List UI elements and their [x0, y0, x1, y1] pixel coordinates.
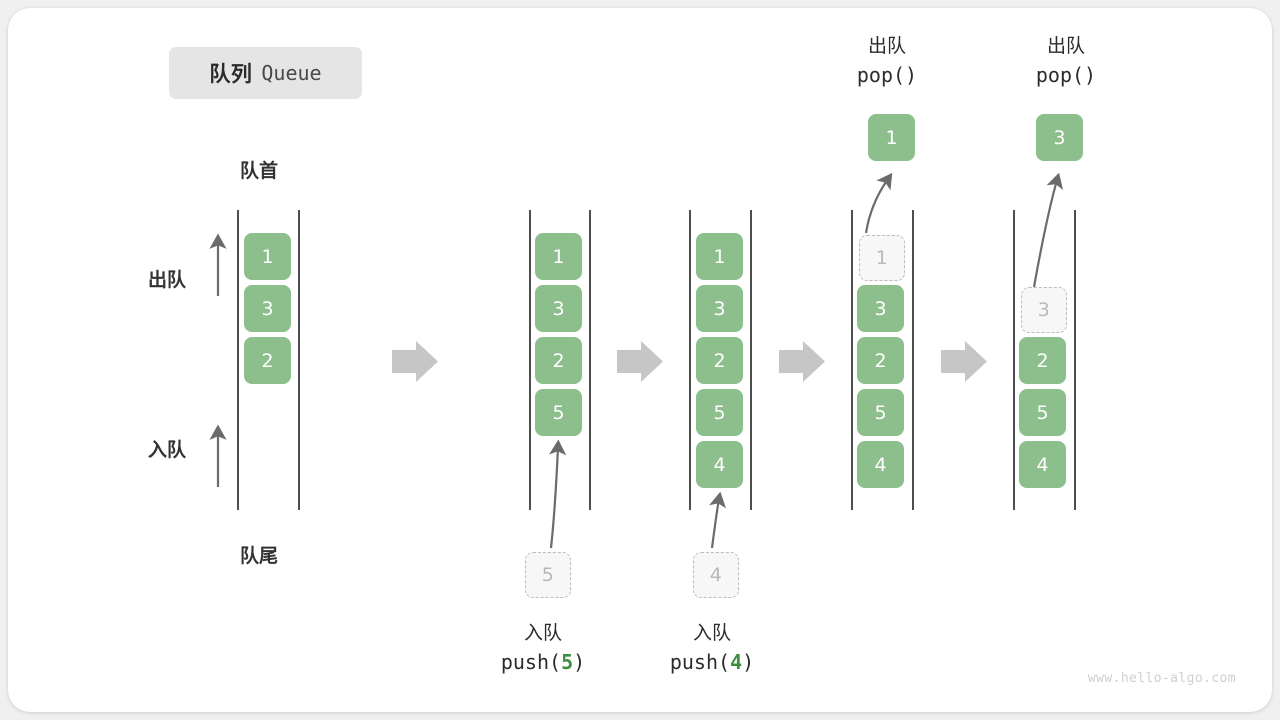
- site-watermark: www.hello-algo.com: [1087, 671, 1236, 686]
- pop-1-caption-cn: 出队: [867, 36, 906, 57]
- queue-element: 5: [1019, 389, 1066, 436]
- dequeue-direction-label: 出队: [148, 270, 187, 291]
- push-4-caption-code: push(4): [669, 649, 755, 674]
- pop-3-caption-cn: 出队: [1046, 36, 1085, 57]
- incoming-element-ghost: 4: [693, 552, 739, 598]
- queue-element-removed: 1: [859, 235, 905, 281]
- queue-rail-left: [529, 210, 531, 510]
- pop-1-caption: 出队 pop(): [822, 33, 952, 90]
- queue-element: 4: [857, 441, 904, 488]
- push-5-argument: 5: [561, 649, 574, 674]
- push-4-caption-cn: 入队: [692, 623, 731, 644]
- diagram-card: [8, 8, 1272, 712]
- queue-element: 2: [857, 337, 904, 384]
- push-5-caption-cn: 入队: [523, 623, 562, 644]
- queue-rail-right: [912, 210, 914, 510]
- pop-3-caption: 出队 pop(): [1001, 33, 1131, 90]
- queue-rail-right: [750, 210, 752, 510]
- queue-element: 1: [244, 233, 291, 280]
- push-4-argument: 4: [730, 649, 743, 674]
- queue-rail-left: [689, 210, 691, 510]
- pop-1-caption-code: pop(): [856, 62, 918, 87]
- queue-element-new: 5: [535, 389, 582, 436]
- queue-tail-label: 队尾: [240, 546, 279, 567]
- incoming-element-ghost: 5: [525, 552, 571, 598]
- pop-3-caption-code: pop(): [1035, 62, 1097, 87]
- diagram-title-badge: 队列 Queue: [169, 47, 362, 99]
- queue-rail-right: [1074, 210, 1076, 510]
- queue-element: 3: [857, 285, 904, 332]
- queue-rail-left: [237, 210, 239, 510]
- queue-element-removed: 3: [1021, 287, 1067, 333]
- queue-rail-left: [1013, 210, 1015, 510]
- queue-rail-right: [589, 210, 591, 510]
- popped-element: 1: [868, 114, 915, 161]
- queue-element: 2: [696, 337, 743, 384]
- queue-element: 1: [535, 233, 582, 280]
- queue-element: 3: [244, 285, 291, 332]
- queue-element: 4: [1019, 441, 1066, 488]
- queue-element: 5: [696, 389, 743, 436]
- queue-element: 2: [1019, 337, 1066, 384]
- push-5-caption: 入队 push(5): [468, 620, 618, 677]
- push-4-caption: 入队 push(4): [637, 620, 787, 677]
- queue-rail-right: [298, 210, 300, 510]
- queue-rail-left: [851, 210, 853, 510]
- queue-element-new: 4: [696, 441, 743, 488]
- enqueue-direction-label: 入队: [148, 440, 187, 461]
- queue-head-label: 队首: [240, 161, 279, 182]
- push-5-caption-code: push(5): [500, 649, 586, 674]
- diagram-title-cn: 队列: [209, 63, 253, 86]
- queue-element: 2: [244, 337, 291, 384]
- queue-element: 3: [535, 285, 582, 332]
- queue-element: 3: [696, 285, 743, 332]
- diagram-title-en: Queue: [261, 61, 322, 85]
- popped-element: 3: [1036, 114, 1083, 161]
- queue-element: 5: [857, 389, 904, 436]
- queue-element: 1: [696, 233, 743, 280]
- queue-element: 2: [535, 337, 582, 384]
